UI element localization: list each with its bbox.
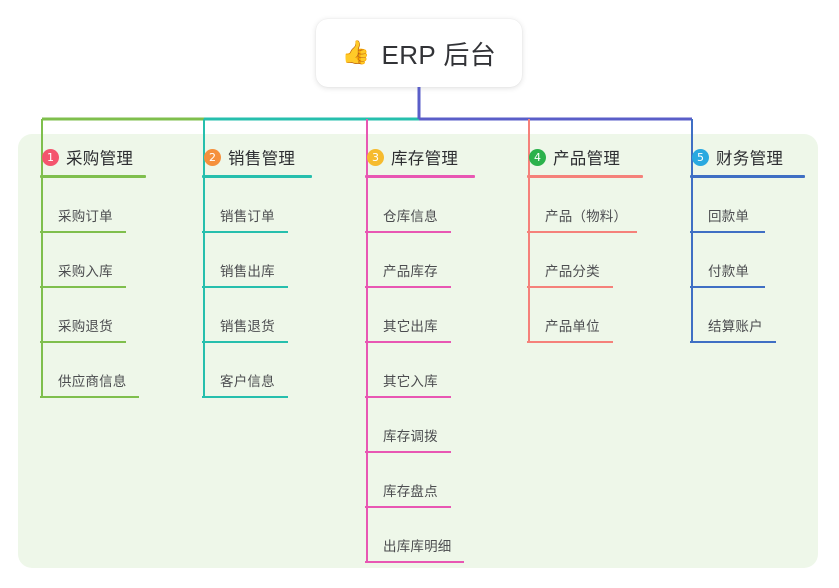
leaf-underline: [365, 231, 451, 233]
leaf-label: 供应商信息: [58, 374, 127, 389]
list-item[interactable]: 采购订单: [40, 178, 146, 233]
leaf-label: 出库库明细: [383, 539, 452, 554]
root-node-content: 👍 ERP 后台: [342, 35, 496, 72]
list-item[interactable]: 销售订单: [202, 178, 312, 233]
column-accent-rule: [690, 175, 805, 178]
column-index-badge: 3: [367, 148, 384, 166]
list-item[interactable]: 采购退货: [40, 288, 146, 343]
leaf-list: 回款单付款单结算账户: [690, 178, 805, 343]
leaf-underline: [202, 231, 288, 233]
leaf-underline: [365, 506, 451, 508]
column-title: 财务管理: [716, 150, 784, 168]
column-title: 库存管理: [391, 150, 459, 168]
list-item[interactable]: 其它入库: [365, 343, 475, 398]
column-index-badge: 5: [692, 148, 709, 166]
list-item[interactable]: 付款单: [690, 233, 805, 288]
leaf-underline: [690, 341, 776, 343]
leaf-label: 回款单: [708, 209, 750, 224]
list-item[interactable]: 销售出库: [202, 233, 312, 288]
leaf-underline: [527, 341, 613, 343]
column-index-badge: 4: [529, 148, 546, 166]
leaf-label: 销售出库: [220, 264, 275, 279]
list-item[interactable]: 采购入库: [40, 233, 146, 288]
leaf-underline: [365, 341, 451, 343]
list-item[interactable]: 产品分类: [527, 233, 643, 288]
column-title: 采购管理: [66, 150, 134, 168]
list-item[interactable]: 客户信息: [202, 343, 312, 398]
column-销售管理: 2 销售管理销售订单销售出库销售退货客户信息: [202, 145, 312, 398]
leaf-underline: [40, 231, 126, 233]
column-header-2[interactable]: 2 销售管理: [202, 145, 312, 169]
column-index-badge: 1: [42, 148, 59, 166]
leaf-label: 采购订单: [58, 209, 113, 224]
list-item[interactable]: 供应商信息: [40, 343, 146, 398]
leaf-underline: [365, 396, 451, 398]
column-index-badge: 2: [204, 148, 221, 166]
column-财务管理: 5 财务管理回款单付款单结算账户: [690, 145, 805, 343]
leaf-list: 仓库信息产品库存其它出库其它入库库存调拨库存盘点出库库明细: [365, 178, 475, 563]
list-item[interactable]: 产品库存: [365, 233, 475, 288]
column-库存管理: 3 库存管理仓库信息产品库存其它出库其它入库库存调拨库存盘点出库库明细: [365, 145, 475, 563]
thumbs-up-icon: 👍: [341, 38, 371, 65]
column-header-1[interactable]: 1 采购管理: [40, 145, 146, 169]
leaf-underline: [40, 341, 126, 343]
leaf-label: 其它出库: [383, 319, 438, 334]
column-采购管理: 1 采购管理采购订单采购入库采购退货供应商信息: [40, 145, 146, 398]
leaf-label: 结算账户: [708, 319, 763, 334]
list-item[interactable]: 产品（物料）: [527, 178, 643, 233]
leaf-label: 产品（物料）: [545, 209, 628, 224]
column-header-4[interactable]: 4 产品管理: [527, 145, 643, 169]
leaf-label: 采购入库: [58, 264, 113, 279]
leaf-underline: [40, 396, 139, 398]
list-item[interactable]: 仓库信息: [365, 178, 475, 233]
list-item[interactable]: 销售退货: [202, 288, 312, 343]
leaf-label: 产品库存: [383, 264, 438, 279]
leaf-label: 产品分类: [545, 264, 600, 279]
list-item[interactable]: 产品单位: [527, 288, 643, 343]
column-title: 产品管理: [553, 150, 621, 168]
leaf-label: 产品单位: [545, 319, 600, 334]
list-item[interactable]: 库存调拨: [365, 398, 475, 453]
leaf-underline: [365, 451, 451, 453]
column-accent-rule: [365, 175, 475, 178]
root-node-card[interactable]: 👍 ERP 后台: [316, 19, 522, 87]
root-title: ERP 后台: [381, 39, 497, 70]
list-item[interactable]: 其它出库: [365, 288, 475, 343]
leaf-label: 仓库信息: [383, 209, 438, 224]
leaf-underline: [365, 286, 451, 288]
leaf-list: 销售订单销售出库销售退货客户信息: [202, 178, 312, 398]
diagram-panel: [18, 134, 818, 568]
leaf-underline: [202, 286, 288, 288]
leaf-label: 销售退货: [220, 319, 275, 334]
leaf-label: 库存调拨: [383, 429, 438, 444]
leaf-label: 客户信息: [220, 374, 275, 389]
leaf-list: 产品（物料） 产品分类产品单位: [527, 178, 643, 343]
leaf-list: 采购订单采购入库采购退货供应商信息: [40, 178, 146, 398]
column-accent-rule: [202, 175, 312, 178]
leaf-underline: [202, 341, 288, 343]
leaf-label: 销售订单: [220, 209, 275, 224]
leaf-label: 库存盘点: [383, 484, 438, 499]
leaf-underline: [690, 286, 765, 288]
leaf-underline: [690, 231, 765, 233]
leaf-underline: [40, 286, 126, 288]
column-title: 销售管理: [228, 150, 296, 168]
list-item[interactable]: 回款单: [690, 178, 805, 233]
list-item[interactable]: 结算账户: [690, 288, 805, 343]
leaf-underline: [202, 396, 288, 398]
column-header-3[interactable]: 3 库存管理: [365, 145, 475, 169]
leaf-underline: [527, 231, 637, 233]
column-accent-rule: [527, 175, 643, 178]
leaf-underline: [365, 561, 464, 563]
leaf-underline: [527, 286, 613, 288]
list-item[interactable]: 库存盘点: [365, 453, 475, 508]
list-item[interactable]: 出库库明细: [365, 508, 475, 563]
column-accent-rule: [40, 175, 146, 178]
leaf-label: 采购退货: [58, 319, 113, 334]
leaf-label: 其它入库: [383, 374, 438, 389]
column-header-5[interactable]: 5 财务管理: [690, 145, 805, 169]
column-产品管理: 4 产品管理产品（物料） 产品分类产品单位: [527, 145, 643, 343]
leaf-label: 付款单: [708, 264, 750, 279]
